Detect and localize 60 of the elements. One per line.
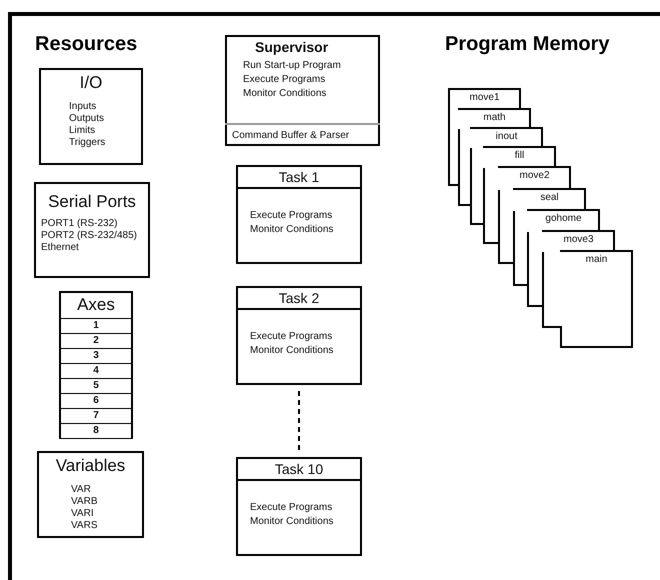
program-name: fill (514, 150, 524, 161)
program-page (448, 88, 521, 110)
list-item: VARI (71, 508, 94, 520)
axis-number: 5 (93, 380, 99, 391)
task-box (236, 286, 362, 385)
box-heading: Serial Ports (48, 192, 136, 212)
box-heading: Supervisor (255, 39, 328, 55)
list-item: PORT2 (RS-232/485) (41, 230, 137, 242)
axis-number: 1 (93, 320, 99, 331)
list-item: Ethernet (41, 242, 79, 254)
axis-number: 7 (93, 410, 99, 421)
program-name: seal (540, 192, 559, 203)
resource-box (39, 68, 143, 165)
program-name: gohome (545, 213, 582, 224)
list-item: Execute Programs (250, 501, 332, 515)
task-box (236, 165, 362, 264)
program-name: move2 (519, 170, 550, 181)
section-heading: Resources (35, 33, 138, 56)
list-item: Execute Programs (250, 330, 332, 344)
program-name: inout (496, 131, 518, 142)
box-heading: Task 2 (238, 288, 360, 310)
list-item: Execute Programs (250, 209, 332, 223)
list-item: Triggers (69, 137, 106, 149)
list-item: VARB (71, 496, 98, 508)
box-heading: I/O (80, 73, 102, 93)
task-box (236, 457, 362, 556)
program-name: math (483, 112, 506, 123)
dashed-connector (298, 391, 300, 453)
program-page (560, 250, 633, 348)
list-item: Monitor Conditions (250, 344, 334, 358)
resource-box (37, 451, 144, 538)
list-item: Inputs (69, 101, 96, 113)
list-item: VAR (71, 484, 91, 496)
box-heading: Variables (56, 456, 126, 476)
supervisor-box (225, 35, 380, 146)
section-heading: Program Memory (445, 33, 610, 56)
list-item: Monitor Conditions (243, 87, 326, 101)
resource-box (34, 182, 150, 278)
box-heading: Axes (77, 295, 115, 315)
axis-number: 8 (93, 425, 99, 436)
list-item: PORT1 (RS-232) (41, 218, 118, 230)
program-name: move1 (469, 92, 500, 103)
box-heading: Task 10 (238, 459, 360, 481)
axis-number: 4 (93, 365, 99, 376)
axis-number: 2 (93, 335, 99, 346)
program-name: main (586, 254, 608, 265)
list-item: Monitor Conditions (250, 515, 334, 529)
box-heading: Task 1 (238, 167, 360, 189)
list-item: Limits (69, 125, 96, 137)
box-heading: Command Buffer & Parser (232, 130, 350, 141)
axis-cell (59, 423, 133, 439)
list-item: Run Start-up Program (243, 59, 341, 73)
axis-number: 3 (93, 350, 99, 361)
axes-table (59, 291, 133, 436)
list-item: Execute Programs (243, 73, 326, 87)
program-name: move3 (563, 234, 594, 245)
list-item: Outputs (69, 113, 104, 125)
list-item: Monitor Conditions (250, 223, 334, 237)
list-item: VARS (71, 520, 98, 532)
axis-number: 6 (93, 395, 99, 406)
